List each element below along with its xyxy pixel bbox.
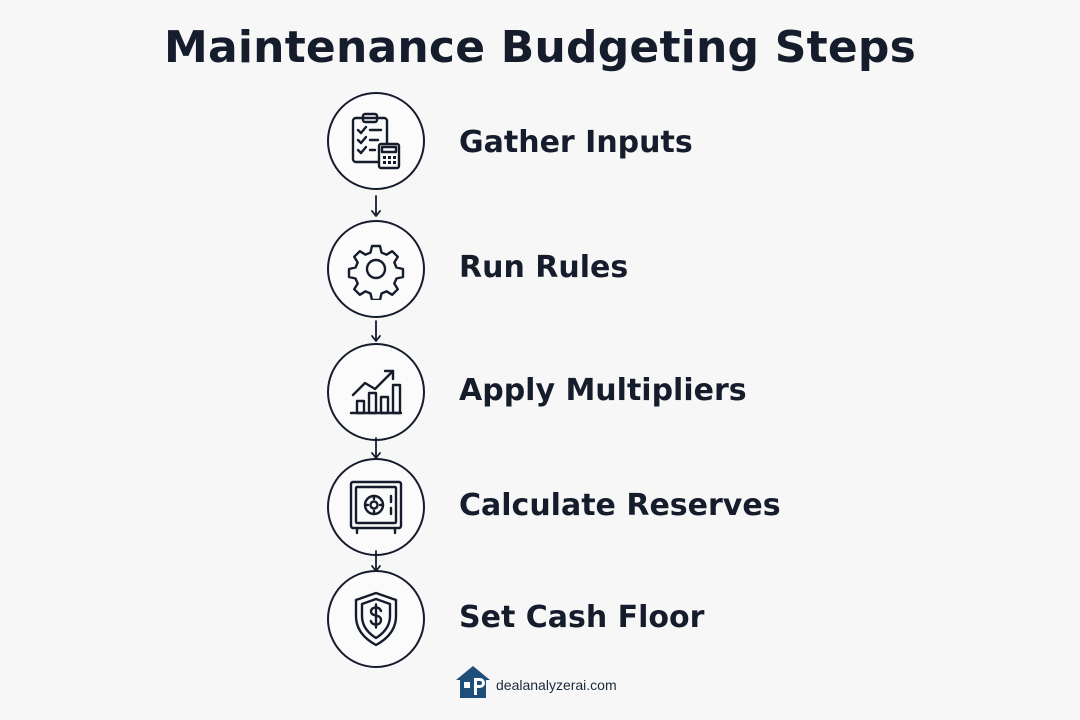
step-label: Gather Inputs (459, 125, 693, 160)
step-label: Apply Multipliers (459, 373, 747, 408)
growth-chart-icon (349, 369, 403, 415)
arrow-down-icon (371, 320, 381, 342)
step-set-cash-floor: Set Cash Floor (327, 570, 887, 674)
step-run-rules: Run Rules (327, 220, 887, 324)
step-calculate-reserves: Calculate Reserves (327, 458, 887, 562)
step-gather-inputs: Gather Inputs (327, 92, 887, 196)
clipboard-calculator-icon (351, 112, 401, 170)
shield-dollar-icon (354, 591, 398, 647)
step-icon-circle (327, 92, 425, 190)
arrow-down-icon (371, 195, 381, 217)
step-label: Run Rules (459, 250, 629, 285)
step-icon-circle (327, 570, 425, 668)
house-logo-icon (456, 666, 490, 698)
brand-url[interactable]: dealanalyzerai.com (496, 677, 617, 693)
page-title: Maintenance Budgeting Steps (164, 22, 916, 73)
step-label: Calculate Reserves (459, 488, 781, 523)
step-apply-multipliers: Apply Multipliers (327, 343, 887, 447)
step-icon-circle (327, 220, 425, 318)
brand-footer[interactable]: dealanalyzerai.com (454, 664, 674, 700)
step-icon-circle (327, 343, 425, 441)
gear-icon (347, 244, 405, 300)
step-icon-circle (327, 458, 425, 556)
step-label: Set Cash Floor (459, 600, 705, 635)
safe-icon (349, 480, 403, 535)
